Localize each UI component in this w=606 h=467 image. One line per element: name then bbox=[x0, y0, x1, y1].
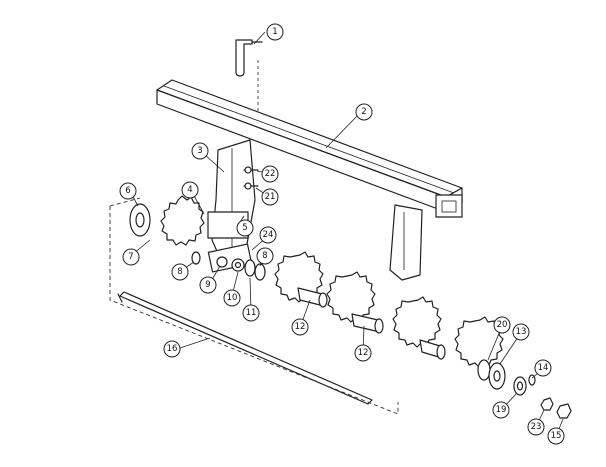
callout-9: 9 bbox=[199, 276, 217, 294]
spacer-19 bbox=[513, 376, 527, 396]
svg-text:3: 3 bbox=[197, 146, 202, 156]
disc-blade-2 bbox=[274, 251, 328, 308]
axle-rod bbox=[117, 291, 373, 405]
svg-text:19: 19 bbox=[496, 405, 507, 415]
bolt-22 bbox=[243, 166, 259, 174]
callout-24: 24 bbox=[259, 226, 277, 244]
svg-text:12: 12 bbox=[358, 348, 369, 358]
callout-13: 13 bbox=[512, 323, 530, 341]
svg-text:16: 16 bbox=[167, 344, 178, 354]
svg-text:10: 10 bbox=[227, 293, 238, 303]
svg-text:5: 5 bbox=[242, 223, 247, 233]
disc-blade-4 bbox=[392, 296, 446, 360]
svg-text:11: 11 bbox=[246, 308, 257, 318]
svg-text:14: 14 bbox=[538, 363, 549, 373]
callout-16: 16 bbox=[163, 340, 181, 358]
svg-text:15: 15 bbox=[551, 431, 562, 441]
svg-text:1: 1 bbox=[272, 27, 277, 37]
callout-22: 22 bbox=[261, 165, 279, 183]
svg-text:22: 22 bbox=[265, 169, 276, 179]
gang-dashed-outline bbox=[109, 197, 399, 415]
svg-text:2: 2 bbox=[361, 107, 366, 117]
svg-text:8: 8 bbox=[262, 251, 267, 261]
svg-text:12: 12 bbox=[295, 322, 306, 332]
disc-blade-5 bbox=[454, 316, 504, 381]
svg-text:20: 20 bbox=[497, 320, 508, 330]
callout-3: 3 bbox=[191, 142, 209, 160]
callout-2: 2 bbox=[355, 103, 373, 121]
svg-text:8: 8 bbox=[177, 267, 182, 277]
svg-text:21: 21 bbox=[265, 192, 276, 202]
svg-text:7: 7 bbox=[128, 252, 133, 262]
callout-10: 10 bbox=[223, 289, 241, 307]
callout-8b: 8 bbox=[256, 247, 274, 265]
callout-21: 21 bbox=[261, 188, 279, 206]
end-washer bbox=[129, 203, 151, 237]
callout-5: 5 bbox=[236, 219, 254, 237]
svg-text:9: 9 bbox=[205, 280, 210, 290]
hitch-pin bbox=[235, 39, 263, 130]
svg-text:4: 4 bbox=[187, 185, 192, 195]
callout-11: 11 bbox=[242, 304, 260, 322]
washer-14 bbox=[528, 374, 536, 386]
bolt-21 bbox=[243, 182, 259, 190]
callout-12a: 12 bbox=[291, 318, 309, 336]
svg-text:6: 6 bbox=[125, 186, 130, 196]
callout-19: 19 bbox=[492, 401, 510, 419]
right-shank bbox=[389, 204, 423, 281]
svg-text:23: 23 bbox=[531, 422, 542, 432]
callout-23: 23 bbox=[527, 418, 545, 436]
nut-15 bbox=[556, 403, 572, 419]
nut-23 bbox=[540, 397, 554, 411]
callout-14: 14 bbox=[534, 359, 552, 377]
bearing-assembly bbox=[191, 243, 266, 281]
callout-12b: 12 bbox=[354, 344, 372, 362]
disc-blade-3 bbox=[326, 271, 384, 334]
callout-8a: 8 bbox=[171, 263, 189, 281]
left-shank-bracket bbox=[207, 139, 256, 259]
main-frame-bar bbox=[156, 79, 463, 218]
callout-7: 7 bbox=[122, 248, 140, 266]
callout-20: 20 bbox=[493, 316, 511, 334]
callout-4: 4 bbox=[181, 181, 199, 199]
svg-text:24: 24 bbox=[263, 230, 274, 240]
callout-15: 15 bbox=[547, 427, 565, 445]
svg-text:13: 13 bbox=[516, 327, 527, 337]
callout-6: 6 bbox=[119, 182, 137, 200]
disc-blade-1 bbox=[160, 195, 205, 246]
end-washer-13 bbox=[488, 362, 506, 390]
callout-1: 1 bbox=[266, 23, 284, 41]
